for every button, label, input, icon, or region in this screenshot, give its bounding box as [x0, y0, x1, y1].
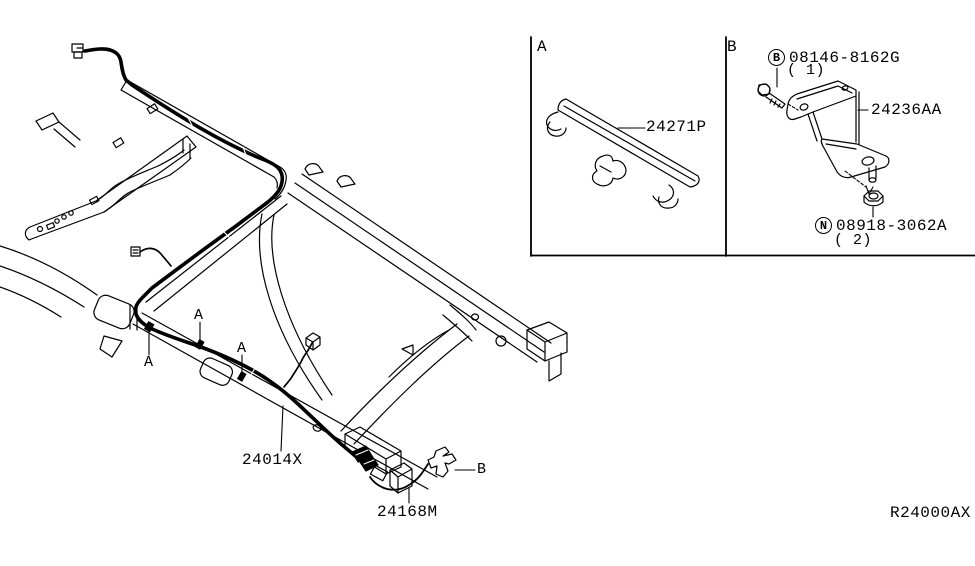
clip-callout-a3: A — [144, 354, 154, 371]
leader-lines — [148, 67, 874, 504]
detail-b-bolt-drawing — [757, 83, 786, 109]
frame-outline — [0, 79, 568, 494]
harness-part-label: 24014X — [242, 451, 303, 469]
clip-callout-a1: A — [194, 307, 204, 324]
bolt-quantity: ( 1) — [787, 62, 826, 79]
main-harness-24014x — [83, 47, 369, 469]
nut-quantity: ( 2) — [834, 232, 873, 249]
drawing-reference-code: R24000AX — [890, 504, 971, 522]
bracket-part-number: 24236AA — [871, 101, 942, 119]
section-a-label: A — [537, 38, 548, 56]
detail-a-bracket-drawing — [545, 98, 700, 209]
nut-part-number: 08918-3062A — [836, 217, 948, 235]
connector-mid — [130, 246, 141, 257]
clip-b — [427, 446, 457, 478]
front-harness-connectors — [351, 445, 389, 482]
harness-branch-wires — [139, 247, 313, 388]
clip-callout-b: B — [477, 461, 487, 478]
detail-b-bracket-drawing — [786, 80, 890, 183]
sub-harness-24168m — [369, 463, 429, 491]
section-divider-lines — [530, 36, 975, 257]
connector-branch-cube — [305, 332, 321, 351]
clip-callout-a2: A — [237, 340, 247, 357]
sub-harness-part-label: 24168M — [377, 503, 438, 521]
bolt-part-number: 08146-8162G — [789, 49, 901, 67]
detail-a-part-number: 24271P — [646, 118, 707, 136]
section-b-label: B — [727, 38, 738, 56]
detail-b-nut-drawing — [863, 190, 884, 207]
connector-rear — [71, 43, 84, 59]
nut-ref-circle: N — [815, 217, 832, 234]
bolt-ref-circle: B — [768, 49, 785, 66]
